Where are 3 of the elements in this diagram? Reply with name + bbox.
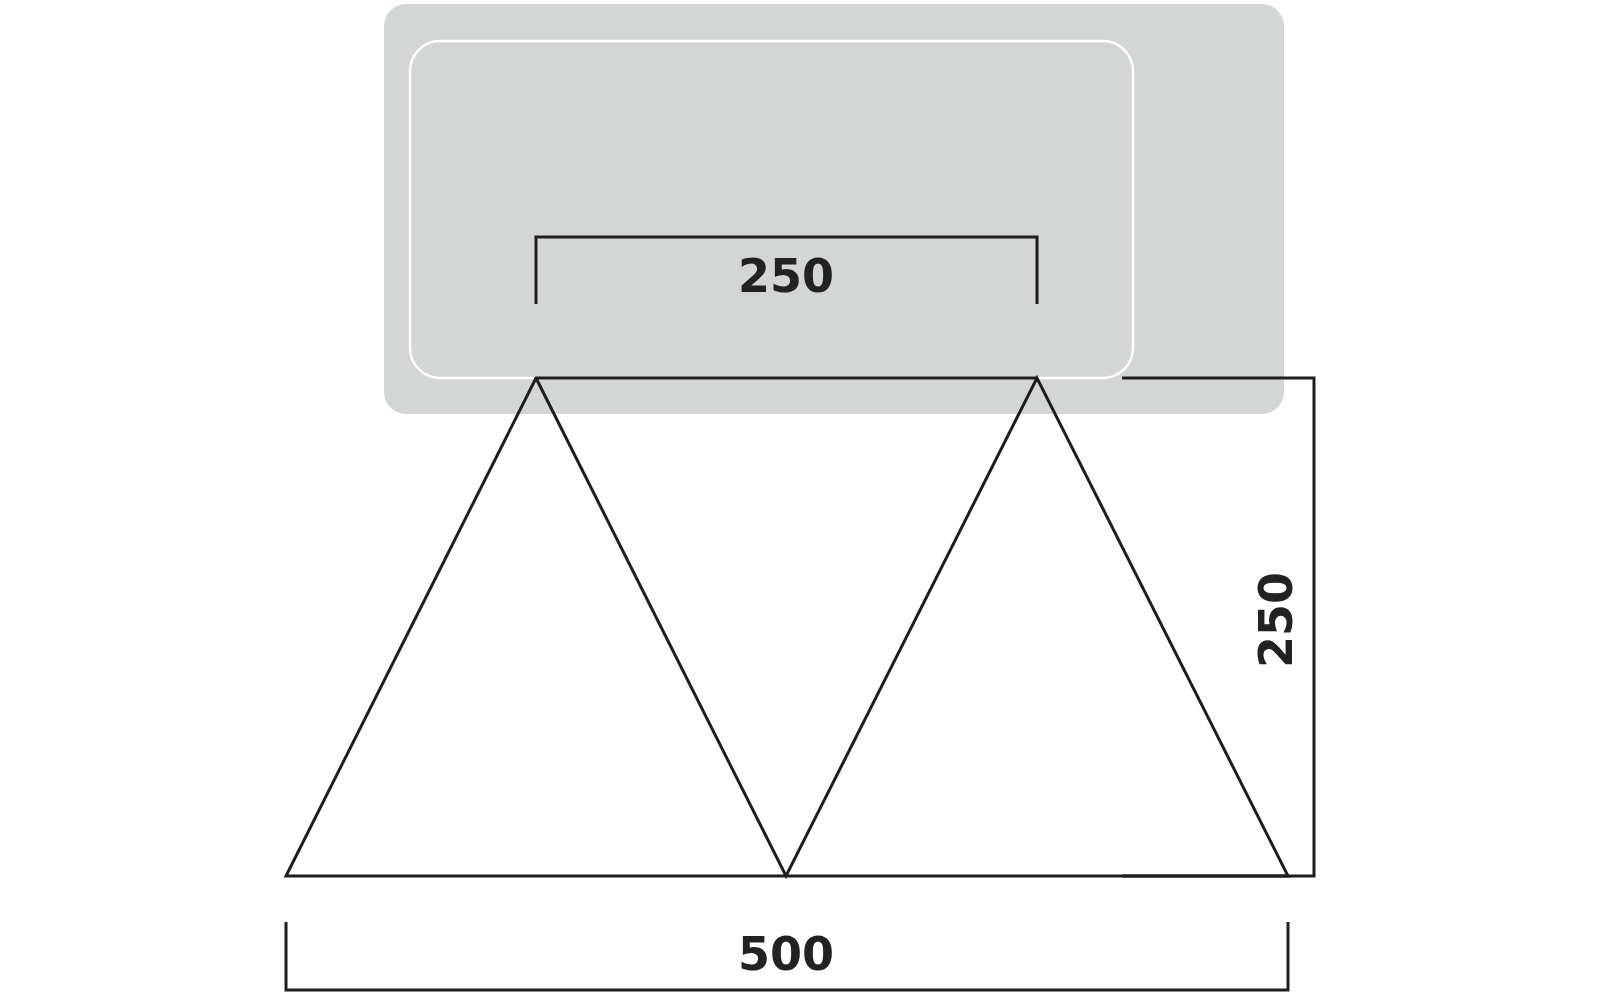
dimension-label: 250 bbox=[738, 253, 835, 299]
dimension-label: 500 bbox=[738, 931, 835, 977]
dimension-label: 250 bbox=[1253, 572, 1299, 668]
